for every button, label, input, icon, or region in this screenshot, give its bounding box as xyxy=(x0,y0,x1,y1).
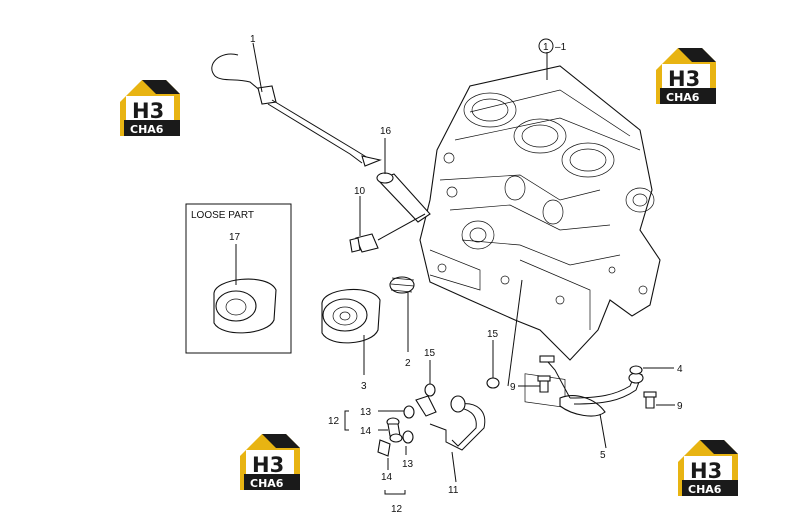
logo-word: CHA6 xyxy=(130,123,164,136)
callout-3: 3 xyxy=(361,381,367,392)
dipstick xyxy=(211,53,382,167)
logo-letters: H3 xyxy=(252,453,284,477)
callout-12a: 12 xyxy=(328,416,340,427)
callout-5: 5 xyxy=(600,450,606,461)
callout-10: 10 xyxy=(354,186,366,197)
oil-pipe xyxy=(539,355,644,417)
callout-13a: 13 xyxy=(360,407,372,418)
leader-lines xyxy=(252,38,675,495)
callout-2: 2 xyxy=(405,358,411,369)
callout-ref-1-circle: 1 xyxy=(543,42,549,53)
callout-12b: 12 xyxy=(391,504,403,515)
watermark-logo: H3 CHA6 xyxy=(240,434,300,490)
logo-word: CHA6 xyxy=(250,477,284,490)
logo-letters: H3 xyxy=(668,67,700,91)
callout-14a: 14 xyxy=(360,426,372,437)
callout-1: 1 xyxy=(250,34,256,45)
watermark-logo: H3 CHA6 xyxy=(678,440,738,496)
loose-part-title: LOOSE PART xyxy=(191,210,254,221)
callout-numbers: 1 1 –1 16 10 2 3 15 15 4 9 9 5 11 12 13 … xyxy=(250,34,683,515)
logo-letters: H3 xyxy=(690,459,722,483)
oil-pressure-switch xyxy=(349,213,426,253)
logo-word: CHA6 xyxy=(688,483,722,496)
callout-13b: 13 xyxy=(402,459,414,470)
callout-16: 16 xyxy=(380,126,392,137)
logo-letters: H3 xyxy=(132,99,164,123)
watermark-logo: H3 CHA6 xyxy=(656,48,716,104)
fasteners xyxy=(377,365,657,457)
callout-15b: 15 xyxy=(487,329,499,340)
oil-hose-assembly xyxy=(415,395,486,451)
callout-14b: 14 xyxy=(381,472,393,483)
watermark-logo: H3 CHA6 xyxy=(120,80,180,136)
callout-9a: 9 xyxy=(510,382,516,393)
callout-9b: 9 xyxy=(677,401,683,412)
callout-ref-1: –1 xyxy=(555,42,567,53)
loose-part-box: LOOSE PART 17 xyxy=(185,203,292,354)
callout-11: 11 xyxy=(448,485,459,496)
cylinder-block xyxy=(419,65,661,408)
dipstick-guide xyxy=(376,172,431,223)
callout-15a: 15 xyxy=(424,348,436,359)
oil-filter xyxy=(321,288,381,344)
callout-4: 4 xyxy=(677,364,683,375)
logo-word: CHA6 xyxy=(666,91,700,104)
oil-filter-nipple xyxy=(389,276,415,294)
loose-part-number: 17 xyxy=(229,232,241,243)
